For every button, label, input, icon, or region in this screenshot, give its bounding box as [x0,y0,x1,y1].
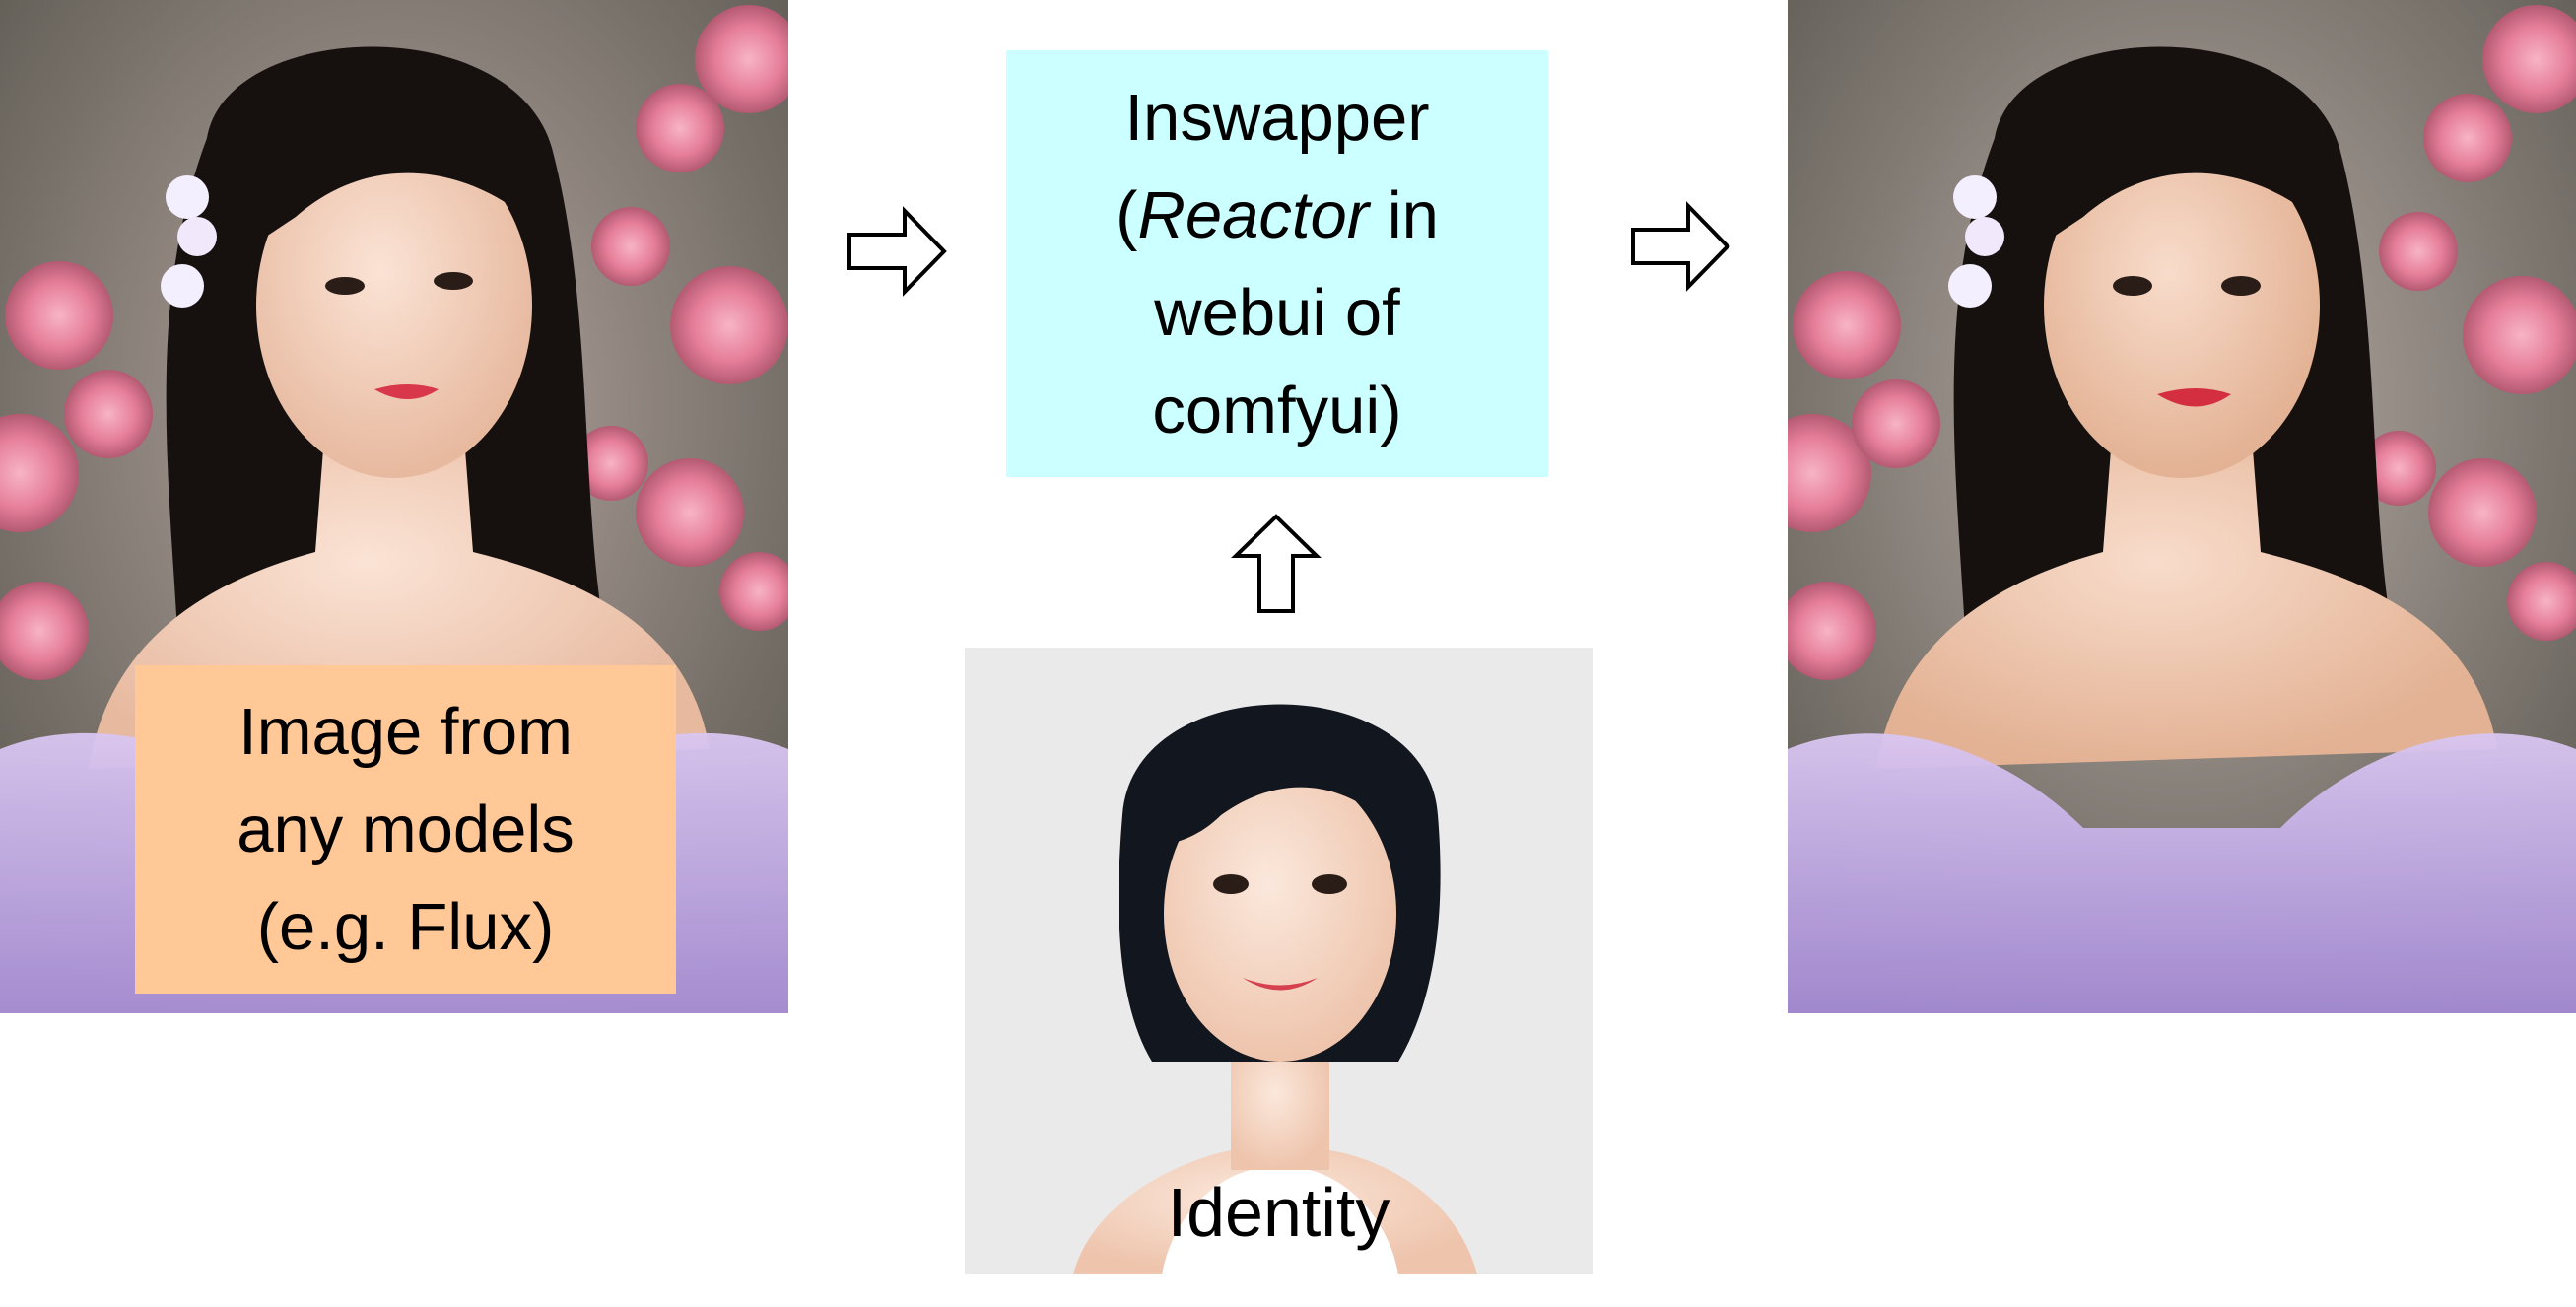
inswapper-line-1: Inswapper [1124,80,1430,155]
identity-photo [965,648,1593,1274]
inswapper-line-4: comfyui) [1152,373,1402,447]
arrow-right-icon [847,206,947,297]
reactor-name: Reactor [1137,177,1370,252]
inswapper-line-3: webui of [1154,275,1400,350]
arrow-up-icon [1231,514,1322,613]
inswapper-box: Inswapper (Reactor in webui of comfyui) [1006,50,1548,477]
inswapper-line-2-open: ( [1116,177,1138,252]
source-label-line-2: any models [237,792,575,866]
source-image-label: Image from any models (e.g. Flux) [135,665,676,994]
result-photo [1788,0,2576,1013]
identity-label: Identity [1167,1174,1390,1251]
inswapper-line-2: (Reactor in [1116,167,1439,264]
source-label-line-3: (e.g. Flux) [256,890,555,964]
inswapper-line-2-rest: in [1369,177,1439,252]
source-label-line-1: Image from [238,695,573,769]
arrow-right-icon [1631,201,1730,292]
